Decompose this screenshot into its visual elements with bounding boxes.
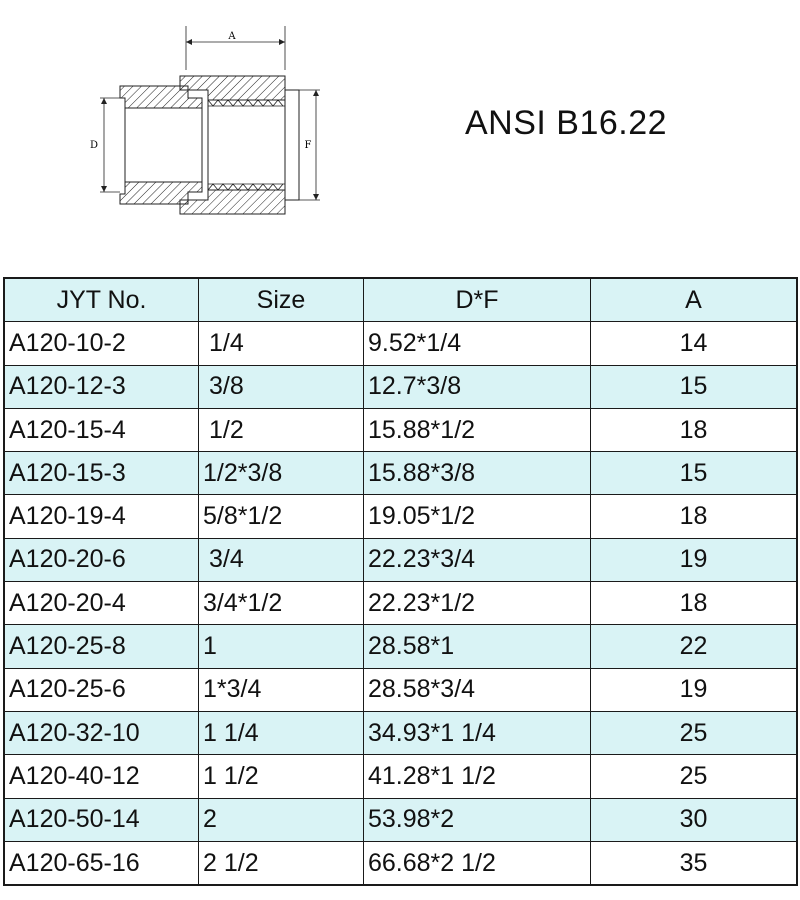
cell-a: 15 bbox=[590, 364, 798, 409]
cell-a: 22 bbox=[590, 624, 798, 669]
header-a: A bbox=[590, 277, 798, 323]
cell-d-f: 15.88*1/2 bbox=[363, 407, 591, 453]
cell-size: 1 bbox=[198, 624, 364, 669]
cell-jyt-no: A120-12-3 bbox=[3, 364, 199, 409]
cell-a: 19 bbox=[590, 537, 798, 583]
cell-size: 1 1/4 bbox=[198, 710, 364, 756]
cell-jyt-no: A120-32-10 bbox=[3, 710, 199, 756]
cell-jyt-no: A120-25-8 bbox=[3, 624, 199, 669]
header-jyt-no: JYT No. bbox=[3, 277, 199, 323]
dim-a-label: A bbox=[227, 31, 236, 42]
fitting-cross-section-drawing: A D F bbox=[90, 26, 320, 215]
cell-jyt-no: A120-10-2 bbox=[3, 321, 199, 366]
cell-a: 18 bbox=[590, 407, 798, 453]
cell-d-f: 19.05*1/2 bbox=[363, 494, 591, 539]
cell-size: 1*3/4 bbox=[198, 667, 364, 712]
header-d-f: D*F bbox=[363, 277, 591, 323]
cell-a: 35 bbox=[590, 840, 798, 886]
cell-jyt-no: A120-65-16 bbox=[3, 840, 199, 886]
cell-jyt-no: A120-50-14 bbox=[3, 797, 199, 842]
cell-a: 18 bbox=[590, 581, 798, 626]
cell-size: 3/8 bbox=[198, 364, 364, 409]
cell-d-f: 28.58*3/4 bbox=[363, 667, 591, 712]
cell-jyt-no: A120-15-3 bbox=[3, 451, 199, 496]
cell-d-f: 22.23*3/4 bbox=[363, 537, 591, 583]
cell-a: 18 bbox=[590, 494, 798, 539]
cell-size: 1 1/2 bbox=[198, 754, 364, 799]
cell-d-f: 53.98*2 bbox=[363, 797, 591, 842]
cell-jyt-no: A120-15-4 bbox=[3, 407, 199, 453]
cell-d-f: 15.88*3/8 bbox=[363, 451, 591, 496]
cell-jyt-no: A120-40-12 bbox=[3, 754, 199, 799]
header-size: Size bbox=[198, 277, 364, 323]
cell-a: 19 bbox=[590, 667, 798, 712]
cell-d-f: 9.52*1/4 bbox=[363, 321, 591, 366]
cell-jyt-no: A120-19-4 bbox=[3, 494, 199, 539]
dim-f-label: F bbox=[305, 140, 312, 151]
cell-size: 1/2 bbox=[198, 407, 364, 453]
cell-jyt-no: A120-25-6 bbox=[3, 667, 199, 712]
cell-a: 25 bbox=[590, 754, 798, 799]
cell-a: 15 bbox=[590, 451, 798, 496]
standard-title: ANSI B16.22 bbox=[465, 104, 668, 142]
cell-a: 25 bbox=[590, 710, 798, 756]
cell-d-f: 28.58*1 bbox=[363, 624, 591, 669]
cell-d-f: 66.68*2 1/2 bbox=[363, 840, 591, 886]
cell-size: 3/4 bbox=[198, 537, 364, 583]
cell-d-f: 12.7*3/8 bbox=[363, 364, 591, 409]
cell-size: 5/8*1/2 bbox=[198, 494, 364, 539]
cell-size: 1/2*3/8 bbox=[198, 451, 364, 496]
cell-jyt-no: A120-20-4 bbox=[3, 581, 199, 626]
cell-size: 1/4 bbox=[198, 321, 364, 366]
cell-size: 2 1/2 bbox=[198, 840, 364, 886]
cell-a: 30 bbox=[590, 797, 798, 842]
cell-jyt-no: A120-20-6 bbox=[3, 537, 199, 583]
cell-d-f: 22.23*1/2 bbox=[363, 581, 591, 626]
cell-d-f: 34.93*1 1/4 bbox=[363, 710, 591, 756]
cell-a: 14 bbox=[590, 321, 798, 366]
table-header-row: JYT No. Size D*F A bbox=[3, 277, 798, 323]
cell-d-f: 41.28*1 1/2 bbox=[363, 754, 591, 799]
cell-size: 2 bbox=[198, 797, 364, 842]
dim-d-label: D bbox=[90, 140, 98, 151]
cell-size: 3/4*1/2 bbox=[198, 581, 364, 626]
